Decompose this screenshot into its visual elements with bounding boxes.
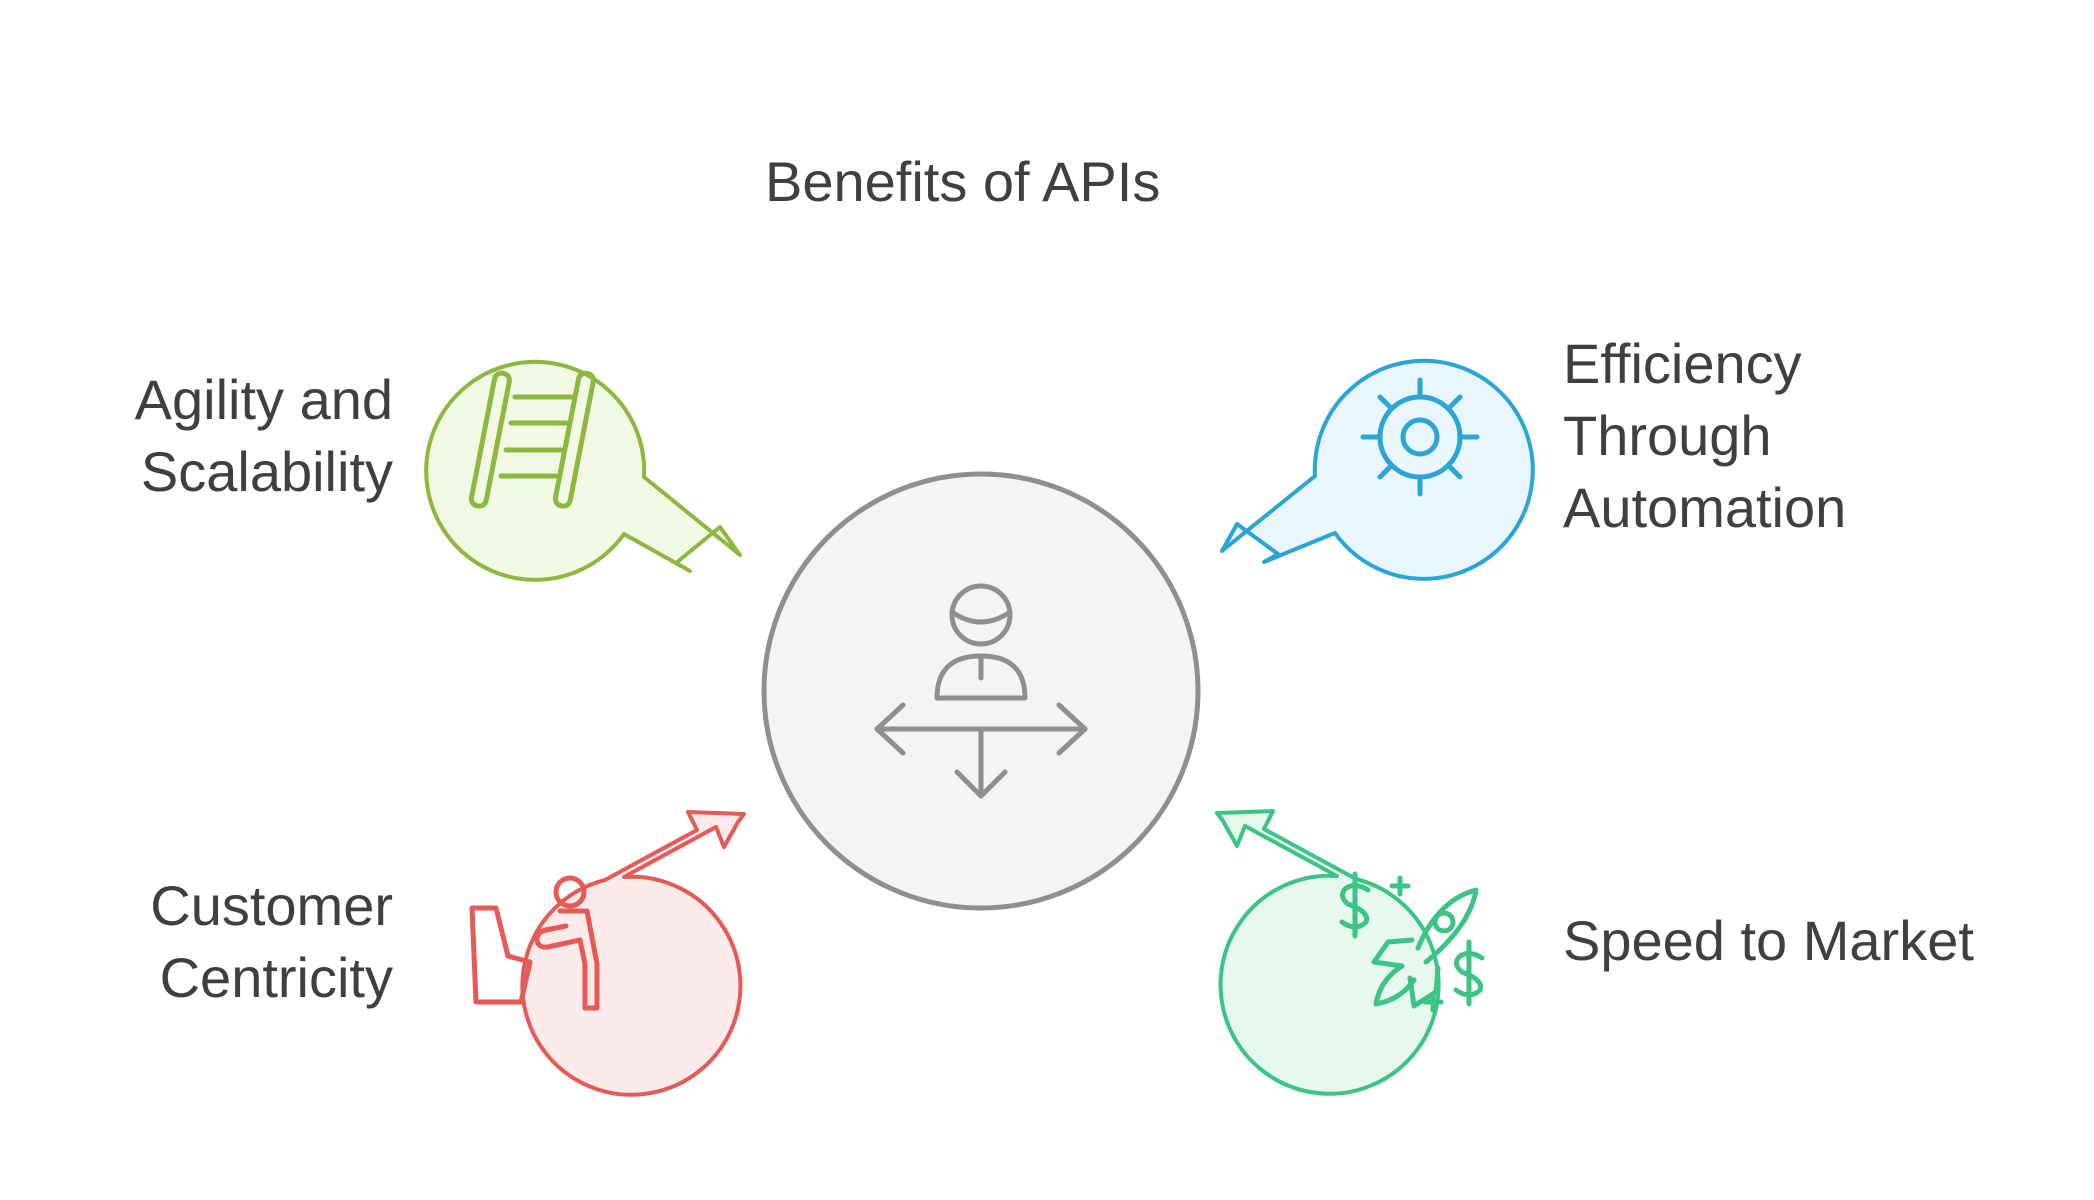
label-speed-line-1: Speed to Market: [1563, 909, 1974, 972]
label-customer-line-1: Customer: [150, 874, 393, 937]
customer-service-icon: [469, 875, 600, 1011]
label-efficiency: Efficiency Through Automation: [1563, 328, 1846, 544]
label-customer: Customer Centricity: [150, 870, 393, 1014]
rocket-money-icon: [1339, 871, 1485, 1013]
label-agility-line-1: Agility and: [134, 368, 393, 431]
benefit-speed: [1215, 809, 1485, 1096]
central-hub: [761, 471, 1201, 911]
agility-bubble-arrow: [424, 359, 742, 582]
label-efficiency-line-1: Efficiency: [1563, 332, 1802, 395]
label-customer-line-2: Centricity: [159, 946, 393, 1009]
label-speed: Speed to Market: [1563, 905, 1974, 977]
customer-bubble-arrow: [520, 810, 746, 1097]
benefit-efficiency: [1220, 358, 1535, 581]
gear-icon: [1360, 377, 1480, 497]
ladder-icon: [468, 370, 596, 509]
diagram-title: Benefits of APIs: [765, 150, 1161, 213]
label-agility-line-2: Scalability: [140, 440, 393, 503]
hub-circle: [761, 471, 1201, 911]
efficiency-bubble-arrow: [1220, 358, 1535, 581]
speed-bubble-arrow: [1215, 809, 1441, 1096]
benefit-customer: [469, 810, 746, 1097]
person-diverging-arrows-icon: [874, 583, 1088, 799]
label-agility: Agility and Scalability: [135, 364, 393, 508]
label-efficiency-line-2: Through: [1563, 404, 1772, 467]
label-efficiency-line-3: Automation: [1563, 476, 1847, 539]
benefit-agility: [424, 359, 742, 582]
